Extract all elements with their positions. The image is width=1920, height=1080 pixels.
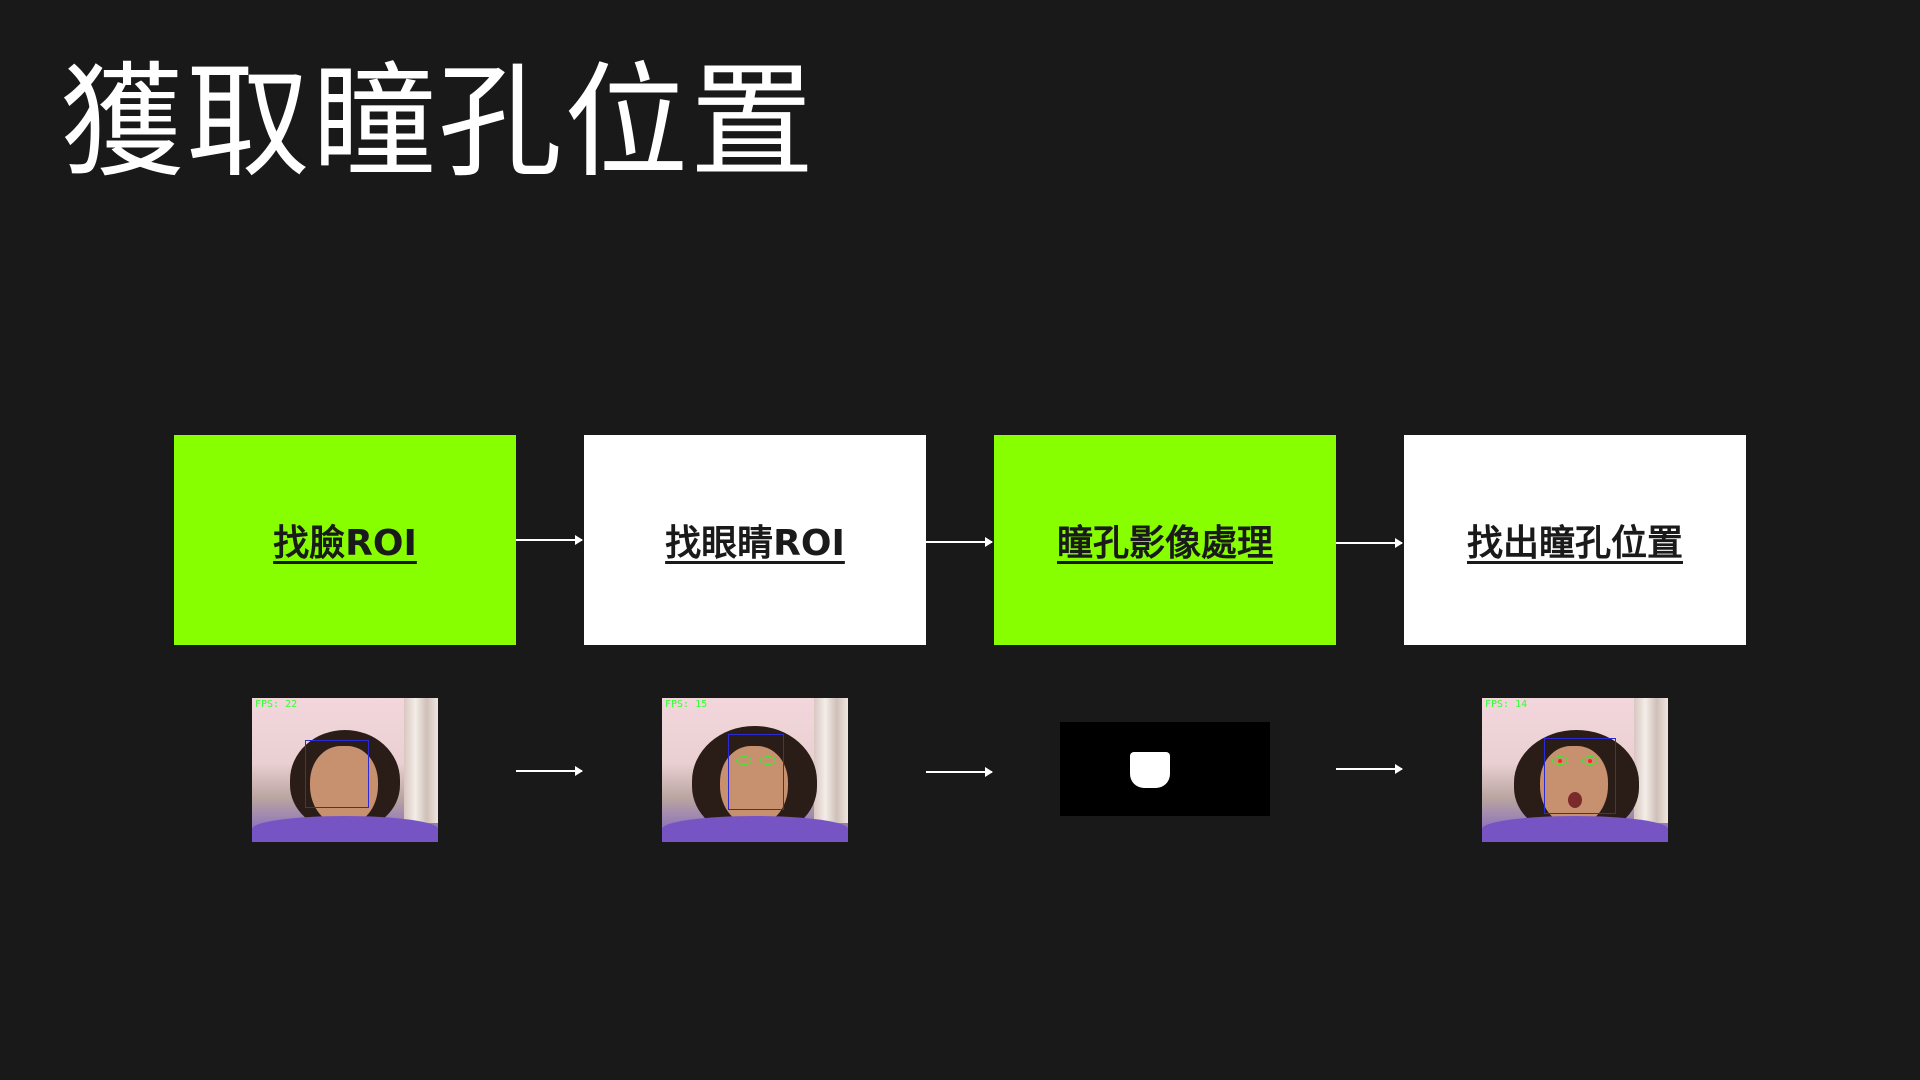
- step-find-pupil-position: 找出瞳孔位置: [1404, 435, 1746, 645]
- flow-arrow: [926, 537, 993, 547]
- left-pupil-mark: [1558, 759, 1562, 763]
- step-label: 找出瞳孔位置: [1466, 523, 1683, 564]
- fps-readout: FPS: 22: [255, 699, 298, 710]
- face-roi-image: FPS: 22: [252, 698, 438, 842]
- pupil-position-image: FPS: 14: [1482, 698, 1668, 842]
- background-curtain: [814, 698, 848, 823]
- step-pupil-image-processing: 瞳孔影像處理: [994, 435, 1336, 645]
- left-eye-box: [736, 756, 752, 765]
- fps-readout: FPS: 15: [665, 699, 708, 710]
- eye-roi-image: FPS: 15: [662, 698, 848, 842]
- step-label: 找眼睛ROI: [665, 523, 845, 564]
- face-detection-box: [305, 740, 369, 808]
- flow-arrow: [516, 535, 583, 545]
- step-find-face-roi: 找臉ROI: [174, 435, 516, 645]
- step-label: 瞳孔影像處理: [1056, 523, 1273, 564]
- pupil-mask-image: [1060, 722, 1270, 816]
- step-label: 找臉ROI: [273, 523, 417, 564]
- shirt: [252, 816, 438, 842]
- flow-arrow: [1336, 764, 1403, 774]
- pupil-blob: [1130, 752, 1170, 788]
- mouth: [1568, 792, 1582, 808]
- face-detection-box: [1544, 738, 1616, 814]
- step-find-eye-roi: 找眼睛ROI: [584, 435, 926, 645]
- shirt: [662, 816, 848, 842]
- right-eye-box: [1582, 756, 1598, 765]
- background-curtain: [1634, 698, 1668, 823]
- right-pupil-mark: [1588, 759, 1592, 763]
- background-curtain: [404, 698, 438, 823]
- fps-readout: FPS: 14: [1485, 699, 1528, 710]
- flow-arrow: [516, 766, 583, 776]
- flow-arrow: [926, 767, 993, 777]
- flow-arrow: [1336, 538, 1403, 548]
- slide-title: 獲取瞳孔位置: [60, 51, 817, 195]
- face: [310, 746, 378, 826]
- left-eye-box: [1552, 756, 1568, 765]
- face-detection-box: [728, 734, 784, 810]
- shirt: [1482, 816, 1668, 842]
- face: [720, 746, 788, 826]
- right-eye-box: [760, 756, 776, 765]
